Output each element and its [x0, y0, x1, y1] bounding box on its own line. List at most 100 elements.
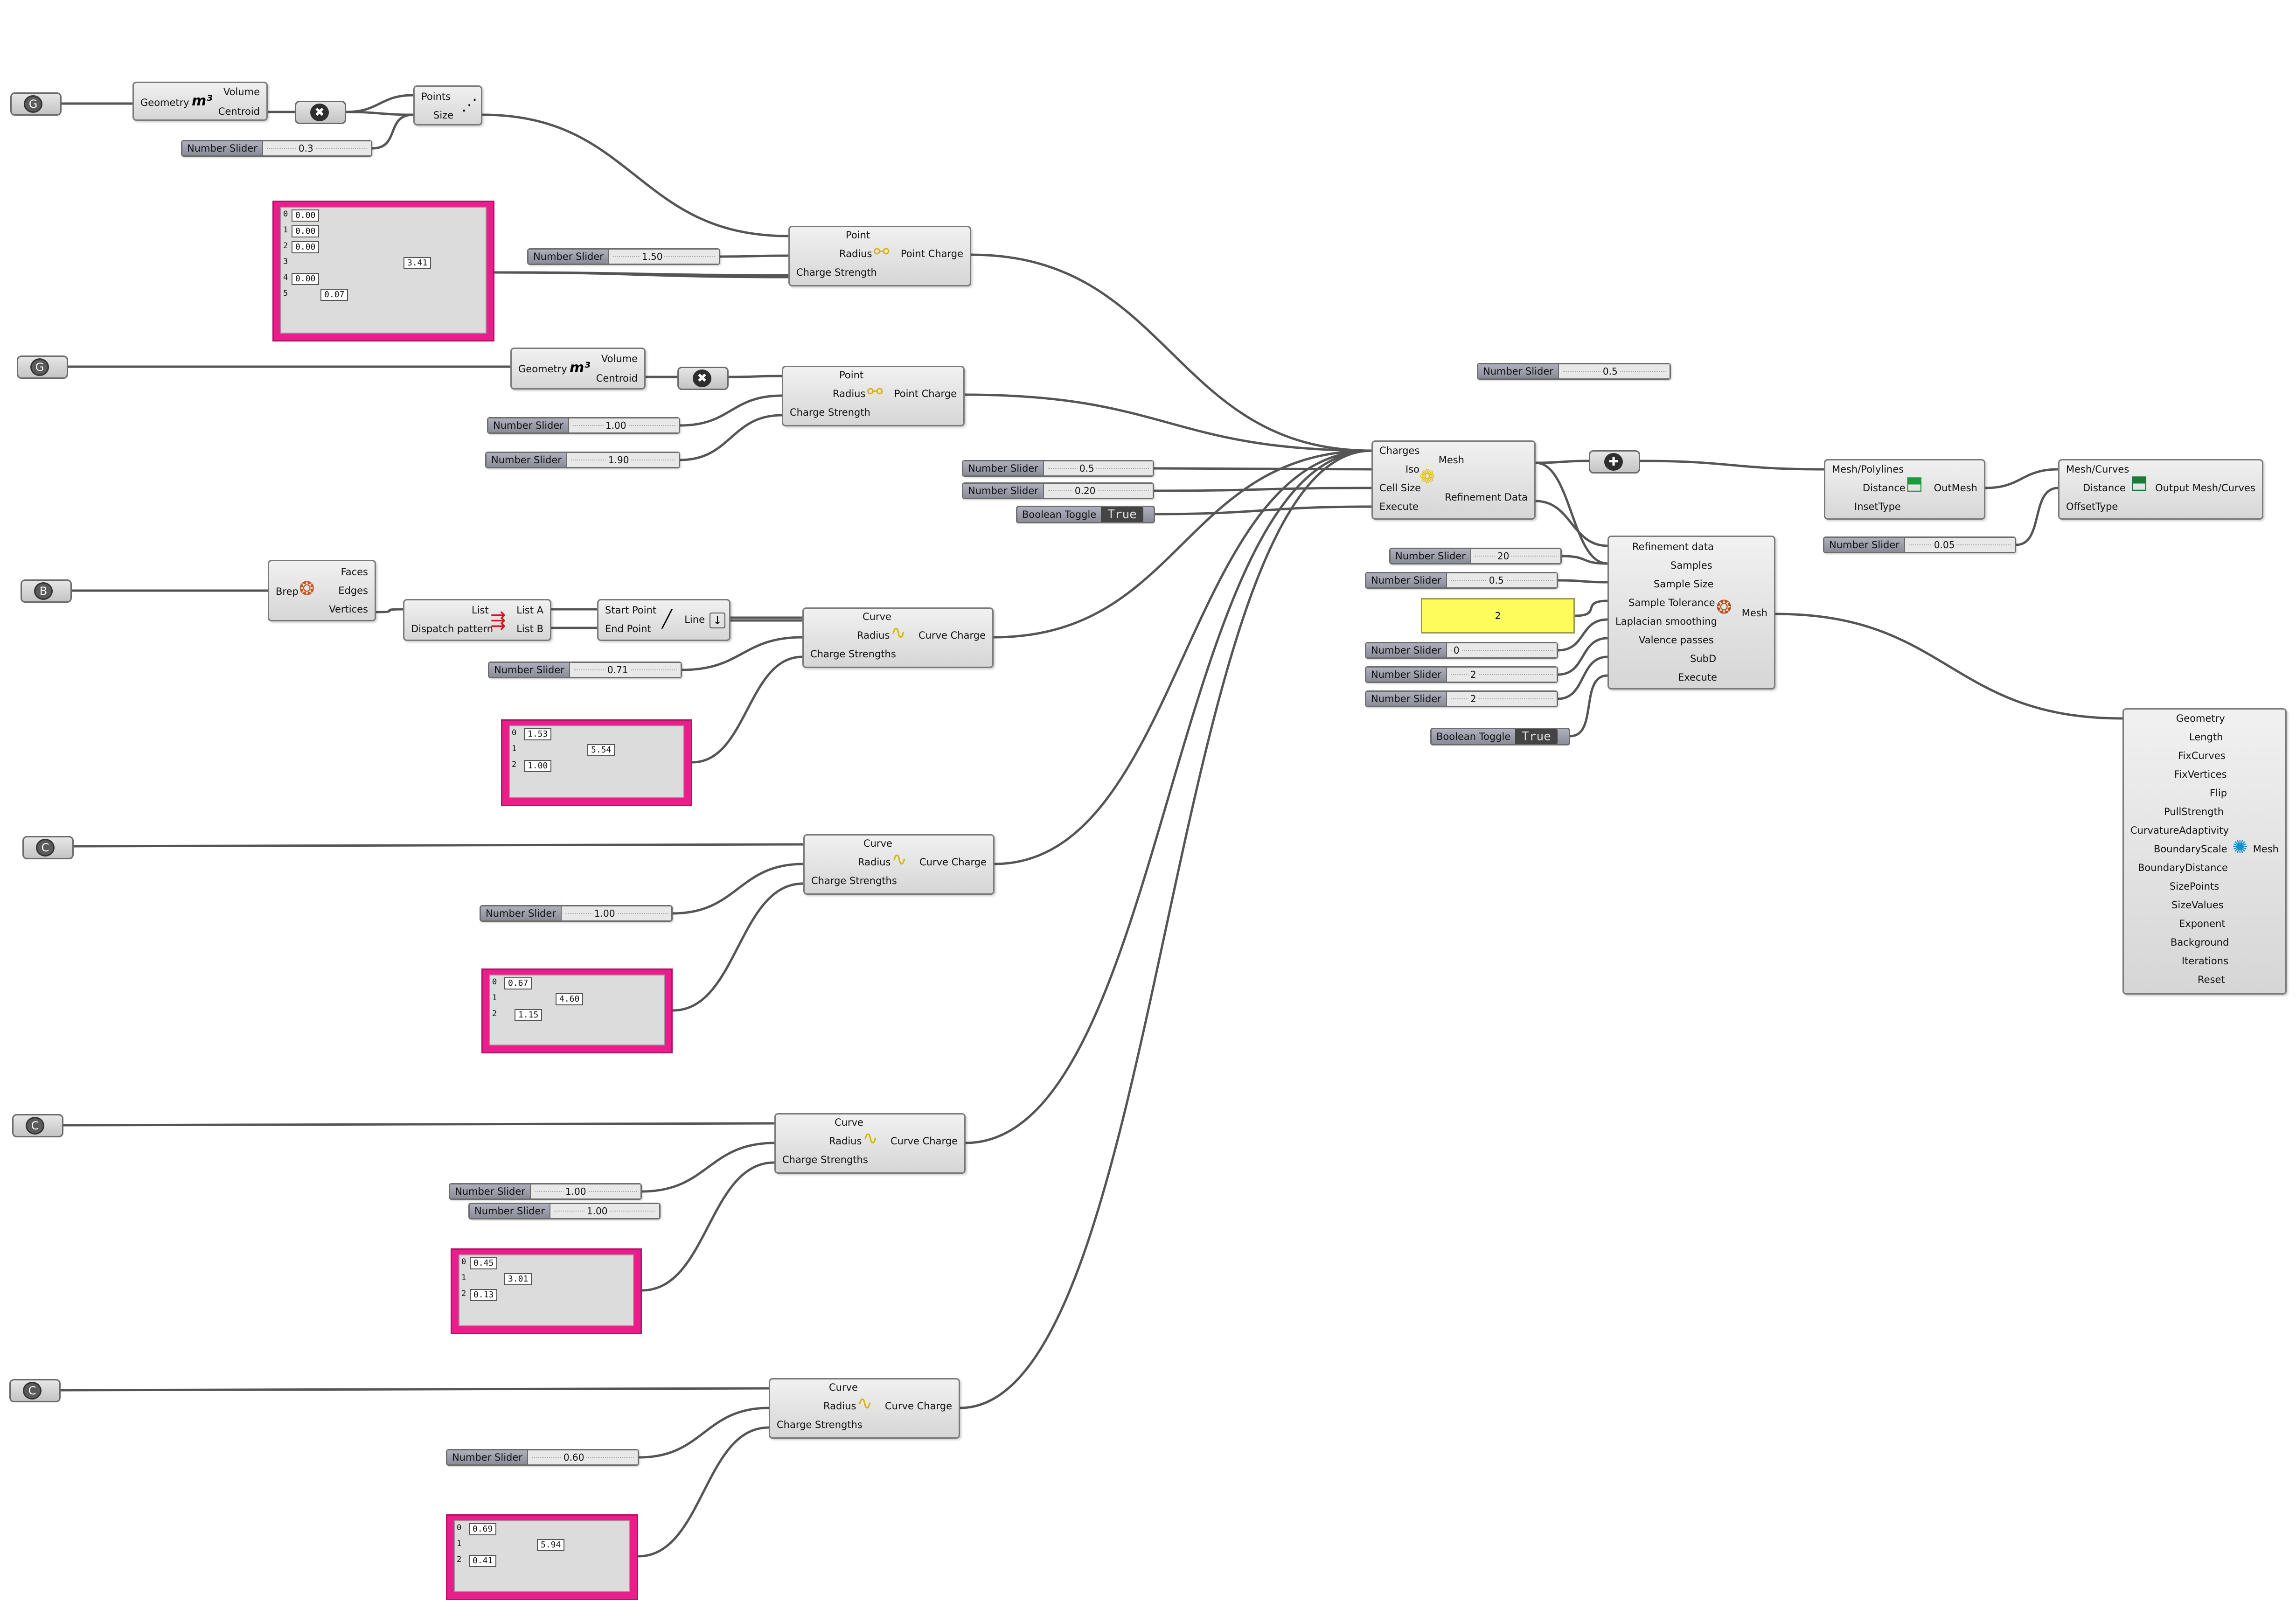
- outmesh-component[interactable]: Mesh/Polylines Distance InsetType ⬒ OutM…: [1824, 459, 1985, 520]
- point-charge-component-2[interactable]: Point Radius Charge Strength ⚯ Point Cha…: [782, 366, 965, 426]
- connection-wire[interactable]: [672, 863, 804, 915]
- connection-wire[interactable]: [728, 375, 782, 378]
- slider-track[interactable]: 20: [1471, 549, 1560, 563]
- connection-wire[interactable]: [1558, 579, 1608, 584]
- output-mesh-curves-component[interactable]: Mesh/Curves Distance OffsetType ⬒ Output…: [2058, 459, 2263, 520]
- slider-track[interactable]: 0.05: [1905, 538, 2015, 552]
- connection-wire[interactable]: [1640, 460, 1824, 471]
- curve-param-2[interactable]: C: [12, 1114, 63, 1137]
- value-panel[interactable]: 2: [1421, 598, 1575, 634]
- connection-wire[interactable]: [680, 414, 782, 461]
- line-component[interactable]: Start Point End Point ╱ Line ↓: [597, 599, 731, 641]
- slider-track[interactable]: 0.5: [1558, 364, 1670, 378]
- dispatch-component[interactable]: List Dispatch pattern ⇶ List A List B: [403, 599, 551, 641]
- connection-wire[interactable]: [638, 1426, 769, 1558]
- connection-wire[interactable]: [692, 655, 803, 764]
- connection-wire[interactable]: [965, 449, 1372, 1144]
- connection-wire[interactable]: [1775, 613, 2123, 720]
- connection-wire[interactable]: [60, 1387, 769, 1392]
- slider-track[interactable]: 0.3: [263, 141, 371, 155]
- volume-component-2[interactable]: Geometry m³ Volume Centroid: [510, 348, 646, 390]
- connection-wire[interactable]: [971, 253, 1372, 452]
- connection-wire[interactable]: [1985, 468, 2059, 489]
- slider-track[interactable]: 0.71: [570, 663, 681, 677]
- connection-wire[interactable]: [1154, 487, 1372, 492]
- connection-wire[interactable]: [1155, 505, 1372, 515]
- connection-wire[interactable]: [639, 1407, 769, 1459]
- slider-track[interactable]: 1.00: [550, 1204, 659, 1218]
- slider-track[interactable]: 0.20: [1044, 484, 1153, 498]
- slider-track[interactable]: 0.5: [1447, 573, 1557, 587]
- cull-gate-1[interactable]: ✖: [295, 101, 346, 124]
- connection-wire[interactable]: [1154, 467, 1372, 471]
- connection-wire[interactable]: [964, 393, 1372, 452]
- curve-charge-component-1[interactable]: Curve Radius Charge Strengths ∿ Curve Ch…: [802, 607, 994, 668]
- join-gate[interactable]: ✚: [1589, 450, 1640, 474]
- connection-wire[interactable]: [372, 113, 414, 150]
- connection-wire[interactable]: [1558, 618, 1608, 652]
- connection-wire[interactable]: [1558, 637, 1608, 676]
- slider-track[interactable]: 0: [1447, 643, 1557, 657]
- deconstruct-brep-component[interactable]: Brep ❂ Faces Edges Vertices: [268, 560, 376, 621]
- geometry-param-2[interactable]: G: [17, 355, 68, 379]
- slider-track[interactable]: 2: [1447, 692, 1557, 706]
- connection-wire[interactable]: [641, 1142, 775, 1193]
- connection-wire[interactable]: [1535, 460, 1589, 464]
- toggle-value[interactable]: True: [1515, 729, 1558, 744]
- slider-track[interactable]: 1.00: [530, 1184, 640, 1198]
- connection-wire[interactable]: [680, 394, 782, 427]
- slider-track[interactable]: 1.00: [569, 418, 679, 432]
- slider-track[interactable]: 2: [1447, 668, 1557, 682]
- remesher-component[interactable]: Geometry Length FixCurves FixVertices Fl…: [2122, 708, 2287, 995]
- connection-wire[interactable]: [376, 608, 404, 613]
- connection-wire[interactable]: [960, 449, 1372, 1409]
- slider-track[interactable]: 1.90: [567, 453, 679, 467]
- connection-wire[interactable]: [1535, 461, 1608, 565]
- metaball-mesher-component[interactable]: Charges Iso Cell Size Execute ❁ Mesh Ref…: [1371, 440, 1536, 520]
- cull-gate-2[interactable]: ✖: [677, 367, 729, 390]
- slider-track[interactable]: 1.50: [609, 250, 719, 264]
- points-display-component[interactable]: Points Size ⋰: [413, 85, 482, 125]
- connection-wire[interactable]: [994, 449, 1372, 865]
- connection-wire[interactable]: [2016, 487, 2059, 546]
- curve-charge-component-3[interactable]: Curve Radius Charge Strengths ∿ Curve Ch…: [774, 1113, 966, 1174]
- geometry-param-1[interactable]: G: [10, 92, 62, 116]
- connection-wire[interactable]: [1561, 555, 1608, 565]
- curve-param-1[interactable]: C: [22, 836, 74, 859]
- volume-component-1[interactable]: Geometry m³ Volume Centroid: [132, 82, 268, 121]
- curve-charge-component-4[interactable]: Curve Radius Charge Strengths ∿ Curve Ch…: [769, 1378, 960, 1439]
- connection-wire[interactable]: [682, 636, 803, 671]
- connection-wire[interactable]: [641, 1161, 775, 1292]
- connection-wire[interactable]: [1535, 500, 1608, 547]
- toggle-value[interactable]: True: [1101, 507, 1143, 522]
- connection-wire[interactable]: [346, 111, 414, 116]
- slider-track[interactable]: 0.60: [528, 1450, 638, 1464]
- connection-wire[interactable]: [73, 843, 804, 848]
- point-charge-component-1[interactable]: Point Radius Charge Strength ⚯ Point Cha…: [788, 226, 971, 286]
- connection-wire[interactable]: [1558, 655, 1608, 700]
- connection-wire[interactable]: [482, 113, 789, 237]
- connection-wire[interactable]: [63, 1122, 775, 1127]
- connection-wire[interactable]: [1570, 674, 1608, 738]
